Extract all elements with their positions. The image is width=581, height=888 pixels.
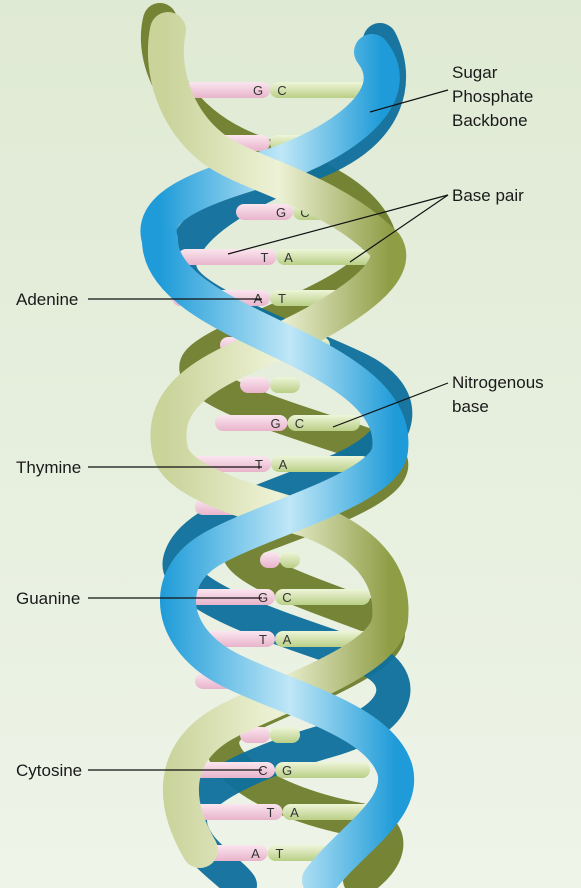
backbone-label-line-3: Backbone [452,111,528,130]
base-letter-left: A [251,846,260,861]
base-letter-left: G [270,416,280,431]
adenine-label: Adenine [16,290,78,309]
base-letter-right: A [290,805,299,820]
base-letter-right: T [278,291,286,306]
base-letter-left: T [267,805,275,820]
base-right [280,552,300,568]
base-letter-left: G [276,205,286,220]
nitrogenous-label-line-1: Nitrogenous [452,373,544,392]
base-letter-right: T [276,846,284,861]
base-letter-right: C [295,416,304,431]
backbone-label-line-2: Phosphate [452,87,533,106]
base-letter-left: G [253,83,263,98]
base-letter-left: T [255,457,263,472]
base-letter-left: T [261,250,269,265]
base-letter-right: A [283,632,292,647]
backbone-label-line-1: Sugar [452,63,498,82]
base-left [240,377,270,393]
base-letter-left: T [259,632,267,647]
guanine-label: Guanine [16,589,80,608]
nitrogenous-label-line-2: base [452,397,489,416]
base-right [270,377,300,393]
thymine-label: Thymine [16,458,81,477]
base-right [270,727,300,743]
base-letter-right: A [279,457,288,472]
base-letter-right: C [277,83,286,98]
base-left [260,552,280,568]
base-letter-right: A [284,250,293,265]
base-letter-right: C [282,590,291,605]
base-pair-label: Base pair [452,186,524,205]
cytosine-label: Cytosine [16,761,82,780]
base-letter-right: G [282,763,292,778]
